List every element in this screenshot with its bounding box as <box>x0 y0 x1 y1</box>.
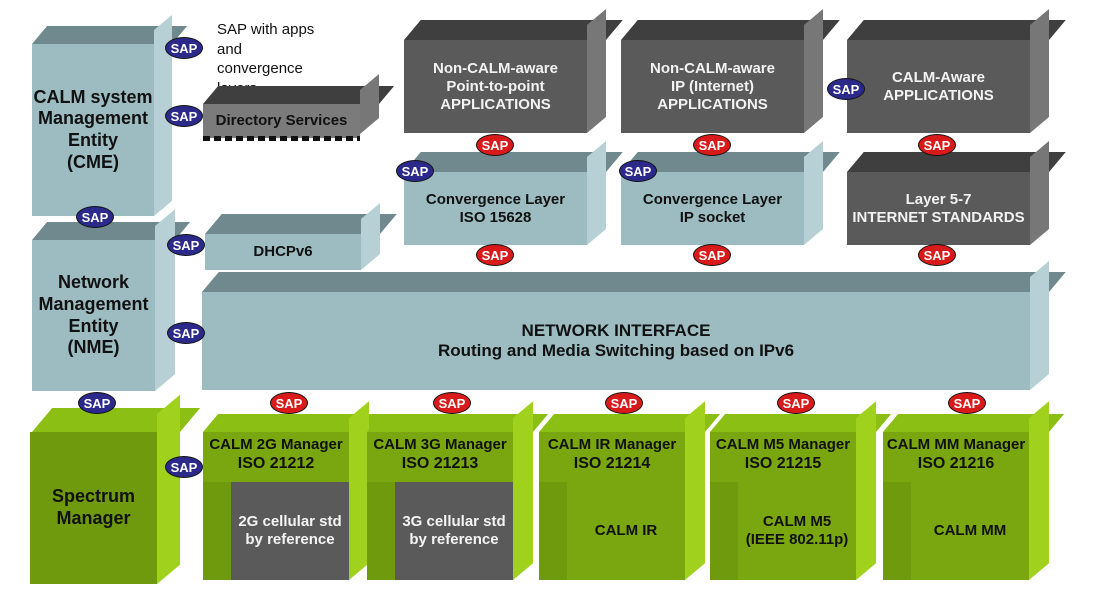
sap-marker: SAP <box>270 392 308 414</box>
nme-line-1: Network <box>57 272 129 293</box>
manager-inner-line: 2G cellular std <box>238 513 342 530</box>
sap-marker: SAP <box>165 37 203 59</box>
sap-marker: SAP <box>605 392 643 414</box>
nme-line-2: Management <box>38 293 149 314</box>
sap-marker: SAP <box>619 160 657 182</box>
sap-marker: SAP <box>827 78 865 100</box>
sap-marker: SAP <box>918 134 956 156</box>
manager-iso: ISO 21212 <box>237 455 315 472</box>
sap-marker: SAP <box>476 134 514 156</box>
manager-name: CALM M5 Manager <box>715 436 851 453</box>
ip-app-line-1: Non-CALM-aware <box>649 59 775 77</box>
manager-iso: ISO 21216 <box>917 455 995 472</box>
sap-marker: SAP <box>165 456 203 478</box>
cme-line-1: CALM system <box>33 86 153 107</box>
dhcpv6-label: DHCPv6 <box>253 243 313 260</box>
sap-marker: SAP <box>76 206 114 228</box>
note-line-3: convergence <box>217 60 303 77</box>
nme-line-4: (NME) <box>67 337 120 358</box>
manager-inner-line: by reference <box>245 531 335 548</box>
network-line-2: Routing and Media Switching based on IPv… <box>437 341 795 360</box>
sap-marker: SAP <box>948 392 986 414</box>
cme-line-2: Management <box>37 108 149 129</box>
nme-line-3: Entity <box>68 315 119 336</box>
note-line-2: and <box>217 40 243 58</box>
manager-inner: CALM M5(IEEE 802.11p) <box>738 482 856 580</box>
network-line-1: NETWORK INTERFACE <box>521 320 711 340</box>
manager-name: CALM IR Manager <box>547 436 677 453</box>
sap-marker: SAP <box>918 244 956 266</box>
sap-marker: SAP <box>167 234 205 256</box>
sap-marker: SAP <box>167 322 205 344</box>
ip-app-line-2: IP (Internet) <box>670 77 755 95</box>
conv-iso-line-2: ISO 15628 <box>459 208 532 226</box>
spectrum-line-2: Manager <box>56 508 131 528</box>
layer57-line-2: INTERNET STANDARDS <box>852 208 1025 226</box>
calm-aware-line-2: APPLICATIONS <box>883 86 994 104</box>
sap-marker: SAP <box>433 392 471 414</box>
manager-inner-line: CALM M5 <box>762 513 832 530</box>
conv-ip-line-1: Convergence Layer <box>642 190 783 208</box>
layer57-line-1: Layer 5-7 <box>905 190 972 208</box>
directory-label: Directory Services <box>215 112 348 129</box>
conv-iso-line-1: Convergence Layer <box>425 190 566 208</box>
sap-marker: SAP <box>396 160 434 182</box>
manager-name: CALM 3G Manager <box>373 436 507 453</box>
manager-inner-line: (IEEE 802.11p) <box>745 531 849 548</box>
manager-inner: CALM MM <box>911 482 1029 580</box>
manager-name: CALM 2G Manager <box>209 436 343 453</box>
cme-line-3: Entity <box>67 130 118 150</box>
cme-line-4: (CME) <box>67 151 119 172</box>
ip-app-line-3: APPLICATIONS <box>657 95 768 113</box>
manager-iso: ISO 21214 <box>573 455 651 472</box>
manager-inner: CALM IR <box>567 482 685 580</box>
manager-inner-line: CALM IR <box>594 522 658 539</box>
p2p-line-3: APPLICATIONS <box>440 95 551 113</box>
manager-inner-line: by reference <box>409 531 499 548</box>
note-line-1: SAP with apps <box>217 21 315 38</box>
manager-inner-line: 3G cellular std <box>402 513 506 530</box>
manager-name: CALM MM Manager <box>886 436 1026 453</box>
manager-iso: ISO 21213 <box>401 455 479 472</box>
sap-marker: SAP <box>165 105 203 127</box>
sap-marker: SAP <box>78 392 116 414</box>
conv-ip-line-2: IP socket <box>679 208 746 226</box>
manager-inner-line: CALM MM <box>933 522 1007 539</box>
sap-marker: SAP <box>693 244 731 266</box>
p2p-line-1: Non-CALM-aware <box>432 59 558 77</box>
calm-aware-line-1: CALM-Aware <box>891 68 986 86</box>
sap-marker: SAP <box>476 244 514 266</box>
sap-marker: SAP <box>693 134 731 156</box>
spectrum-line-1: Spectrum <box>51 486 136 507</box>
sap-marker: SAP <box>777 392 815 414</box>
p2p-line-2: Point-to-point <box>446 77 545 95</box>
manager-iso: ISO 21215 <box>744 455 822 472</box>
